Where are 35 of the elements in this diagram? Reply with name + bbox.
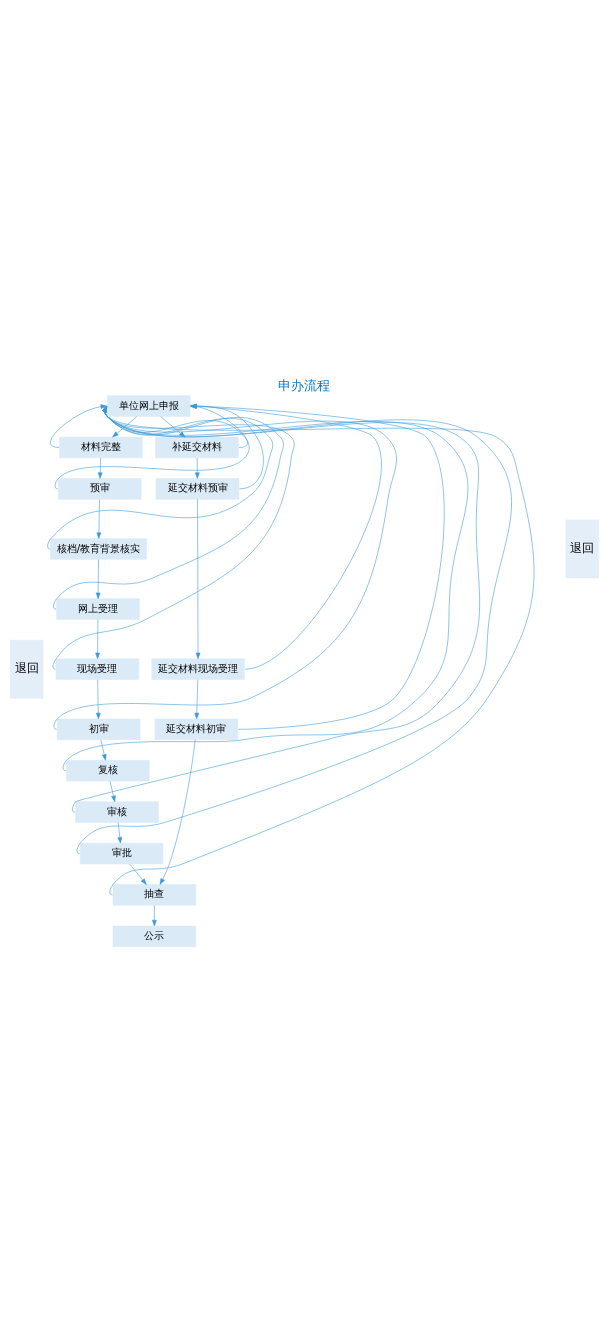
node-box: 延交材料初审 bbox=[154, 718, 239, 740]
diagram-title: 申办流程 bbox=[278, 377, 331, 393]
arrow bbox=[152, 905, 157, 927]
node-box: 退回 bbox=[565, 519, 599, 579]
node-box: 公示 bbox=[112, 925, 197, 947]
node-box: 材料完整 bbox=[59, 436, 143, 459]
node-box: 审核 bbox=[75, 801, 159, 823]
arrow bbox=[117, 822, 123, 844]
arrow bbox=[96, 679, 101, 720]
node-box: 延交材料预审 bbox=[155, 478, 240, 500]
node-box: 网上受理 bbox=[56, 598, 140, 620]
arrow bbox=[95, 619, 100, 660]
arrow bbox=[195, 457, 200, 479]
node-box: 复核 bbox=[66, 760, 150, 782]
arrow bbox=[97, 457, 103, 479]
arrow bbox=[195, 499, 201, 660]
node-box: 现场受理 bbox=[55, 658, 140, 680]
arrow bbox=[100, 739, 107, 761]
arrow bbox=[109, 780, 116, 802]
arrow bbox=[96, 499, 102, 539]
node-box: 抽查 bbox=[112, 884, 197, 906]
node-box: 单位网上申报 bbox=[106, 395, 191, 417]
arrow bbox=[159, 739, 196, 885]
arrow bbox=[112, 416, 138, 438]
node-box: 核档/教育背景核实 bbox=[50, 538, 147, 560]
node-box: 退回 bbox=[10, 639, 44, 699]
arrow bbox=[129, 863, 147, 885]
node-box: 预审 bbox=[58, 478, 142, 500]
arrow bbox=[95, 559, 101, 599]
node-box: 初审 bbox=[56, 718, 141, 740]
node-box: 延交材料现场受理 bbox=[151, 658, 245, 680]
arrow bbox=[194, 679, 200, 720]
node-box: 审批 bbox=[79, 842, 164, 865]
arrow bbox=[50, 404, 107, 448]
node-box: 补延交材料 bbox=[155, 436, 239, 459]
